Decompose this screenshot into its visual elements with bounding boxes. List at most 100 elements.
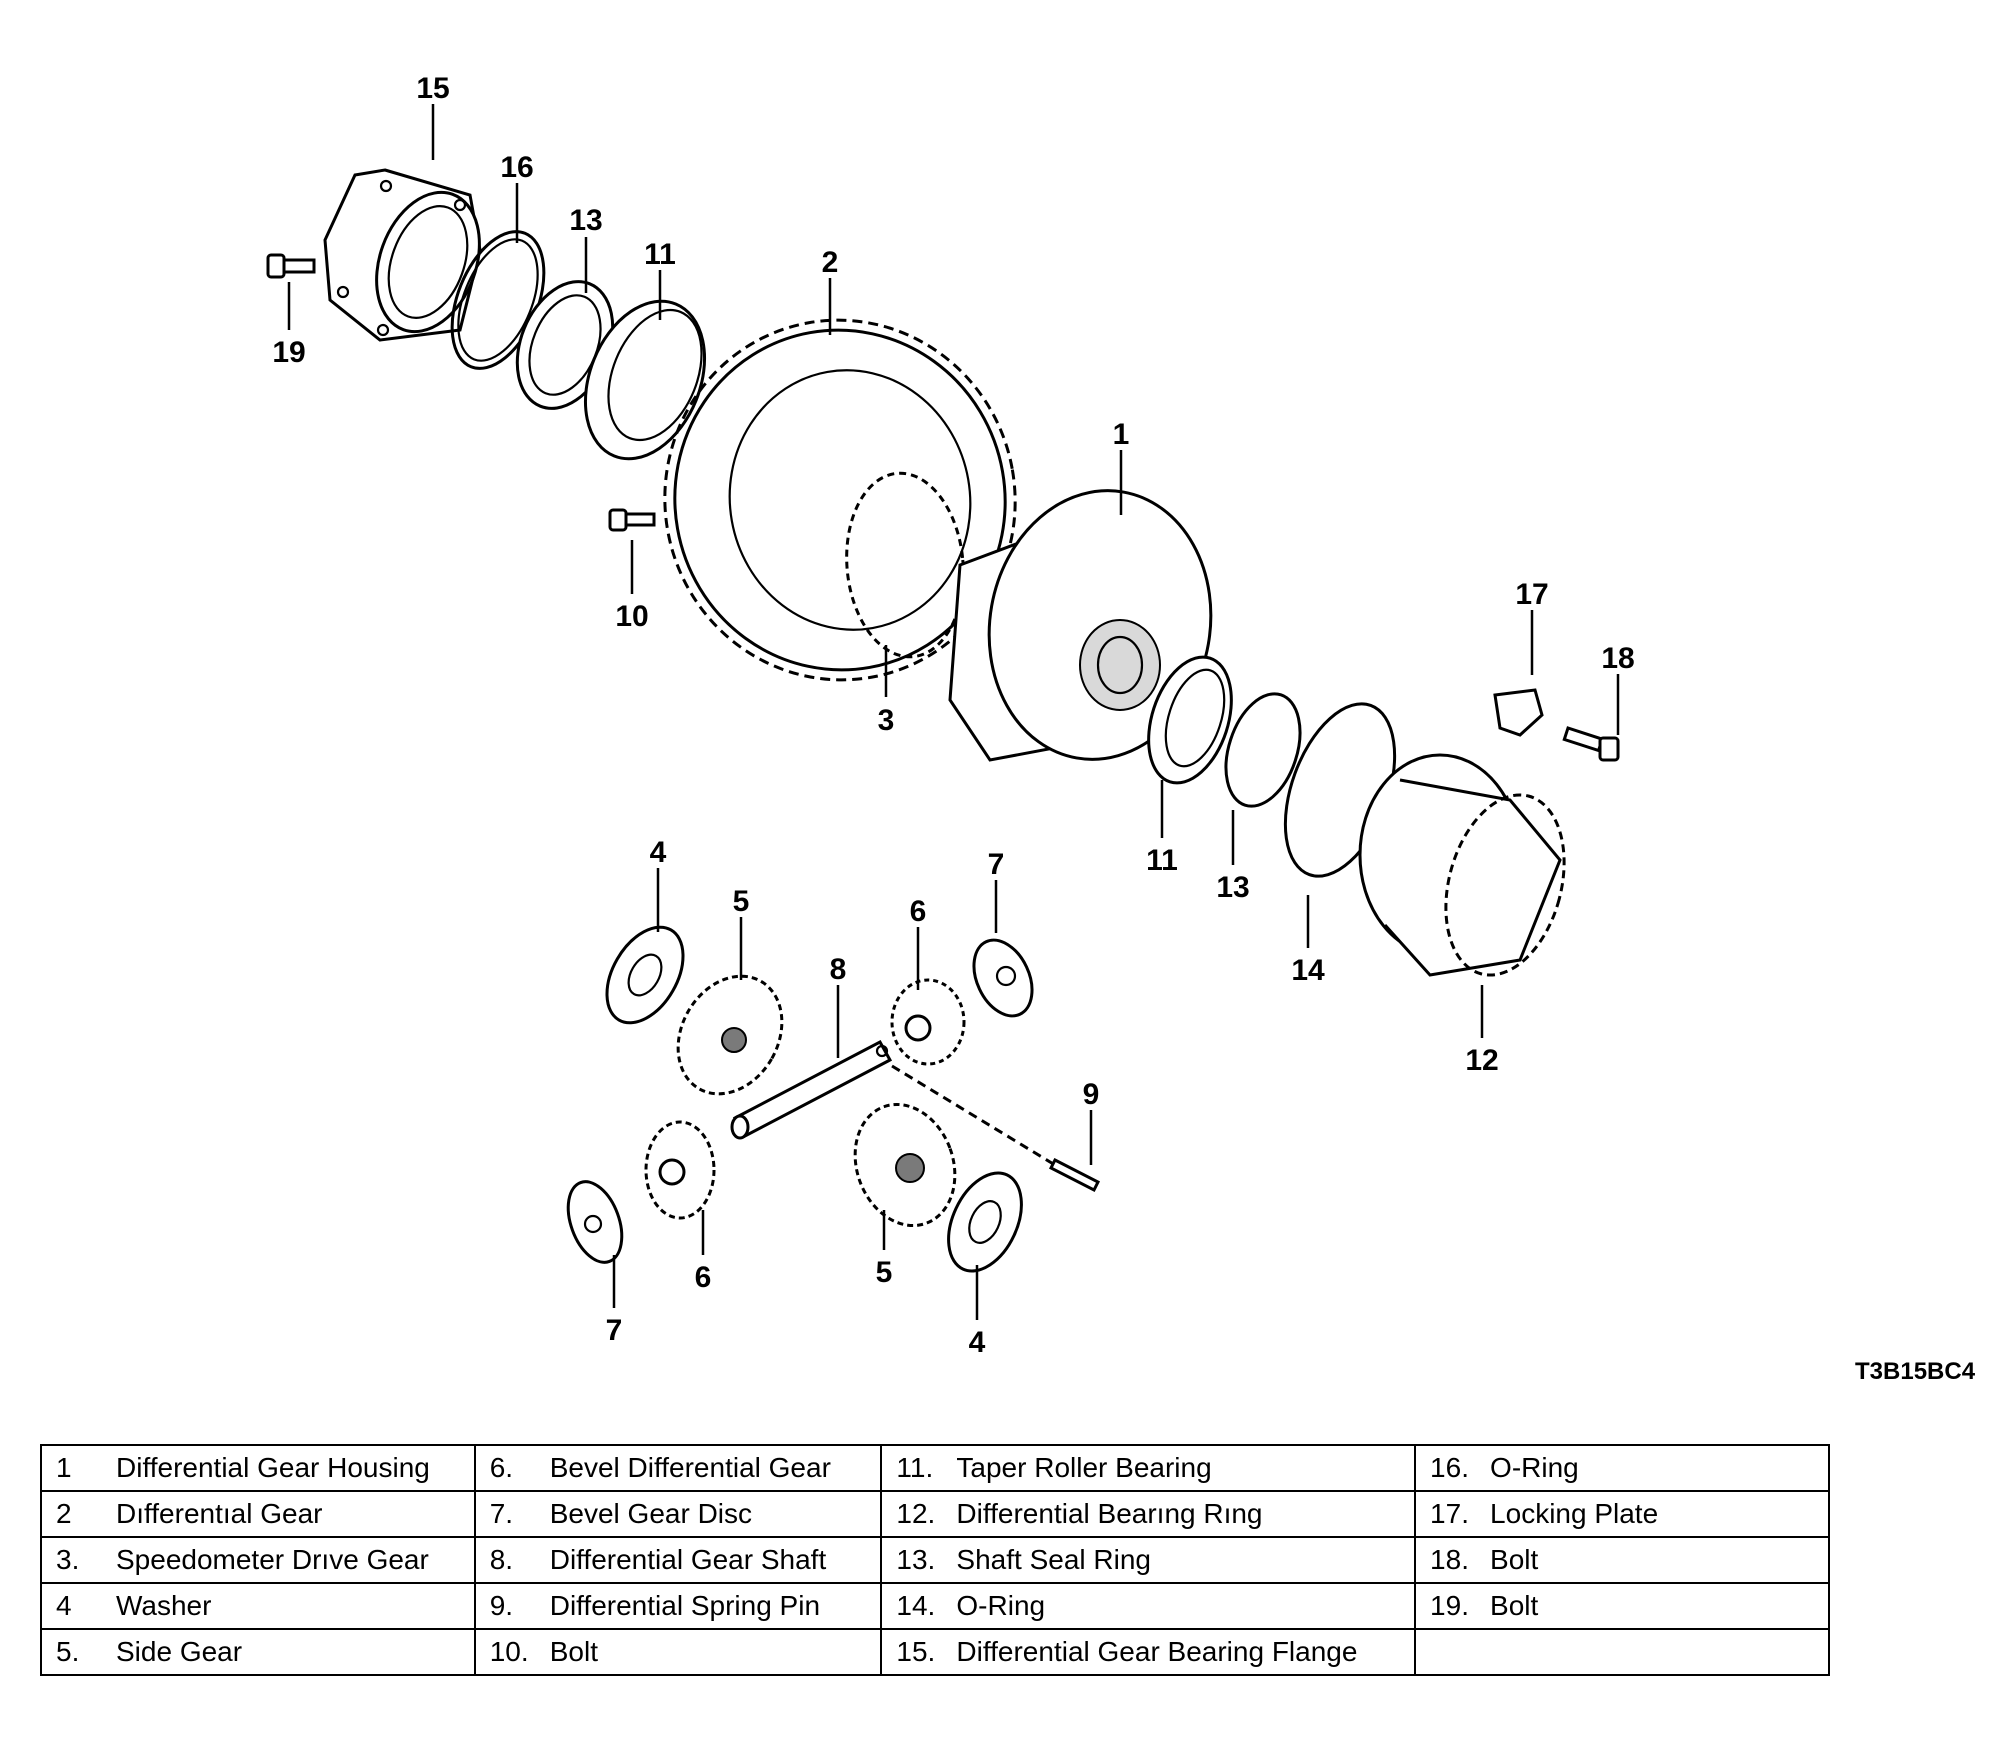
legend-cell: 11. Taper Roller Bearing <box>880 1444 1417 1492</box>
legend-item-number: 1 <box>56 1452 72 1483</box>
legend-item-number: 17. <box>1430 1498 1469 1529</box>
legend-item-name: Bevel Gear Disc <box>549 1498 753 1529</box>
legend-cell: 7. Bevel Gear Disc <box>473 1490 883 1538</box>
differential-gear-shaft-part <box>730 1039 893 1140</box>
callout-12: 12 <box>1465 1044 1498 1077</box>
legend-cell: 5. Side Gear <box>40 1628 476 1676</box>
legend-row: 3. Speedometer Drıve Gear 8. Differential G… <box>40 1536 1830 1584</box>
callout-1: 1 <box>1113 418 1130 451</box>
callout-14: 14 <box>1291 954 1325 987</box>
legend-item-name: Shaft Seal Ring <box>956 1544 1151 1575</box>
callout-13: 13 <box>569 204 602 237</box>
callout-labels: 15 16 13 11 2 19 1 10 17 18 3 11 13 7 4 … <box>272 72 1634 1359</box>
legend-item-number: 3. <box>56 1544 80 1575</box>
callout-11: 11 <box>644 238 676 271</box>
taper-roller-bearing-part <box>583 299 707 461</box>
legend-row: 5. Side Gear 10. Bolt 15. Differential Gear B… <box>40 1628 1830 1676</box>
legend-item-number: 6. <box>489 1452 514 1483</box>
callout-4-bottom: 4 <box>969 1326 986 1359</box>
legend-item-name: Bolt <box>1490 1590 1539 1621</box>
side-gear-top-part <box>676 974 784 1096</box>
legend-item-name: Washer <box>116 1590 212 1621</box>
callout-5-top: 5 <box>733 885 750 918</box>
legend-item-number: 11. <box>896 1452 934 1483</box>
legend-cell: 13.Shaft Seal Ring <box>880 1536 1417 1584</box>
legend-cell: 12. Differential Bearıng Rıng <box>880 1490 1417 1538</box>
legend-item-name: Locking Plate <box>1490 1498 1659 1529</box>
callout-19: 19 <box>272 336 305 369</box>
legend-cell: 15. Differential Gear Bearing Flange <box>880 1628 1417 1676</box>
bolt-18-part <box>1562 726 1620 762</box>
legend-cell: 8. Differential Gear Shaft <box>473 1536 883 1584</box>
washer-bottom-part <box>947 1171 1023 1273</box>
legend-cell: 16.O-Ring <box>1414 1444 1830 1492</box>
differential-bearing-ring-part <box>1358 753 1566 977</box>
legend-item-number: 15. <box>896 1636 936 1667</box>
callout-15: 15 <box>416 72 449 105</box>
legend-item-name: Taper Roller Bearing <box>956 1452 1212 1483</box>
legend-item-name: Bevel Differential Gear <box>549 1452 831 1483</box>
callout-13-right: 13 <box>1216 871 1249 904</box>
callout-3: 3 <box>878 704 895 737</box>
callout-7-bottom: 7 <box>606 1314 623 1347</box>
callout-2: 2 <box>822 246 839 279</box>
legend-item-number: 8. <box>489 1544 514 1575</box>
drawing-code: T3B15BC4 <box>1855 1358 1976 1385</box>
spring-pin-part <box>1048 1157 1101 1193</box>
legend-item-number: 5. <box>56 1636 80 1667</box>
callout-16: 16 <box>500 151 533 184</box>
legend-cell: 6. Bevel Differential Gear <box>473 1444 883 1492</box>
legend-cell: 1 Differential Gear Housing <box>40 1444 476 1492</box>
bevel-gear-disc-top-part <box>972 938 1034 1018</box>
legend-item-number: 7. <box>489 1498 514 1529</box>
parts-legend-table: 1 Differential Gear Housing 6. Bevel Differ… <box>40 1444 1830 1676</box>
bevel-gear-bottom-part <box>644 1120 716 1220</box>
bolt-19-part <box>266 253 316 279</box>
legend-item-number: 9. <box>489 1590 514 1621</box>
legend-item-name: Bolt <box>549 1636 598 1667</box>
legend-item-name: Differential Gear Shaft <box>549 1544 827 1575</box>
legend-item-name: Differential Bearıng Rıng <box>956 1498 1263 1529</box>
legend-row: 1 Differential Gear Housing 6. Bevel Differ… <box>40 1444 1830 1492</box>
legend-item-name: Differential Gear Bearing Flange <box>956 1636 1358 1667</box>
callout-10: 10 <box>615 600 648 633</box>
callout-8: 8 <box>830 953 847 986</box>
callout-11-right: 11 <box>1146 844 1178 877</box>
legend-cell <box>1414 1628 1830 1676</box>
callout-9: 9 <box>1083 1078 1100 1111</box>
legend-cell: 3. Speedometer Drıve Gear <box>40 1536 476 1584</box>
legend-cell: 19.Bolt <box>1414 1582 1830 1630</box>
bolt-10-part <box>608 508 656 532</box>
shaft-seal-ring-right-part <box>1224 692 1302 808</box>
legend-cell: 9. Differential Spring Pin <box>473 1582 883 1630</box>
legend-item-name: Differential Spring Pin <box>549 1590 821 1621</box>
callout-4-top: 4 <box>650 836 667 869</box>
callout-7-top: 7 <box>988 848 1005 881</box>
legend-item-name: Bolt <box>1490 1544 1539 1575</box>
legend-cell: 17. Locking Plate <box>1414 1490 1830 1538</box>
legend-item-name: O-Ring <box>956 1590 1046 1621</box>
legend-item-name: Speedometer Drıve Gear <box>116 1544 429 1575</box>
taper-roller-bearing-right-part <box>1147 655 1233 785</box>
side-gear-bottom-part <box>853 1102 957 1228</box>
legend-item-name: Differential Gear Housing <box>116 1452 430 1483</box>
differential-ring-gear-part <box>663 318 1017 682</box>
exploded-view-diagram: 15 16 13 11 2 19 1 10 17 18 3 11 13 7 4 … <box>266 72 1635 1359</box>
legend-item-number: 2 <box>56 1498 72 1529</box>
legend-item-number: 14. <box>896 1590 936 1621</box>
legend-cell: 18. Bolt <box>1414 1536 1830 1584</box>
legend-item-name: Side Gear <box>116 1636 243 1667</box>
washer-top-part <box>605 925 685 1025</box>
o-ring-part-inner <box>457 238 539 362</box>
legend-item-number: 10. <box>489 1636 529 1667</box>
legend-item-number: 12. <box>896 1498 936 1529</box>
bevel-gear-disc-bottom-part <box>566 1180 624 1264</box>
bearing-flange-part <box>323 168 482 342</box>
callout-6-bottom: 6 <box>695 1261 712 1294</box>
legend-item-number: 18. <box>1430 1544 1469 1575</box>
leader-lines <box>287 104 1620 1320</box>
